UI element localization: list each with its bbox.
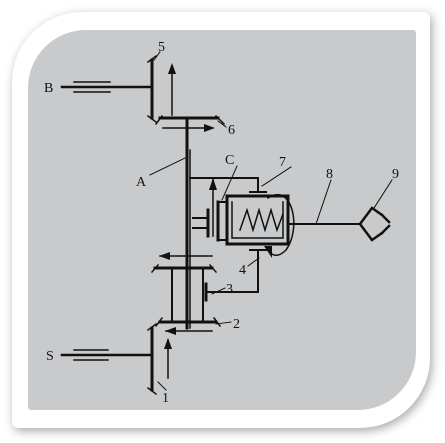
label-c: C [225, 153, 234, 168]
label-5: 5 [158, 40, 165, 55]
label-a: A [136, 175, 147, 190]
label-2: 2 [233, 317, 240, 332]
part-9 [358, 206, 391, 242]
bevel-gear-5 [146, 54, 176, 124]
label-8: 8 [326, 167, 333, 182]
bevel-gear-6 [154, 114, 226, 132]
label-b: B [44, 81, 53, 96]
gear-2 [154, 316, 222, 335]
shaft-b [60, 81, 154, 93]
shaft-s [60, 349, 154, 361]
gear-3 [150, 252, 218, 323]
label-7: 7 [279, 155, 286, 170]
label-6: 6 [228, 123, 235, 138]
label-9: 9 [392, 167, 399, 182]
diagram-panel [28, 30, 416, 410]
label-4: 4 [239, 263, 246, 278]
label-1: 1 [162, 391, 169, 406]
label-3: 3 [226, 282, 233, 297]
main-shaft [185, 116, 191, 330]
label-s: S [46, 349, 54, 364]
clutch-assembly [189, 177, 295, 302]
leader-lines [149, 51, 393, 391]
bevel-gear-1 [146, 322, 172, 396]
